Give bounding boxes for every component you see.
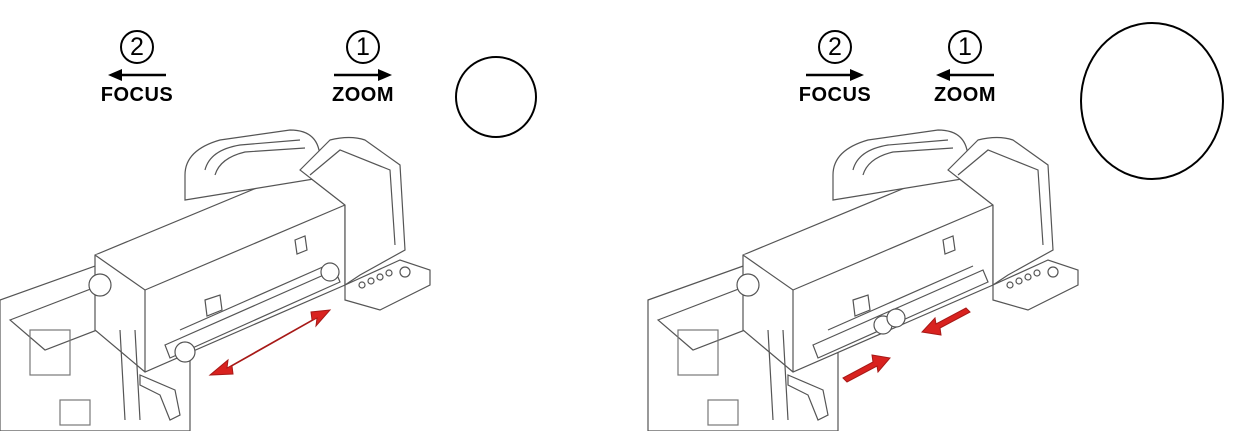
focus-step: 2 FOCUS	[92, 30, 182, 107]
focus-adjust-arrow	[842, 354, 891, 383]
arrow-right-icon	[334, 69, 392, 81]
spotlight-fixture-illustration	[0, 129, 431, 431]
focus-label: FOCUS	[798, 84, 872, 106]
spotlight-fixture-illustration	[647, 129, 1079, 431]
beam-size-large-circle	[1080, 22, 1224, 180]
step-number-badge: 2	[120, 30, 154, 64]
step-number-badge: 2	[818, 30, 852, 64]
focus-step: 2 FOCUS	[790, 30, 880, 107]
focus-label: FOCUS	[100, 84, 174, 106]
zoom-step: 1 ZOOM	[920, 30, 1010, 107]
zoom-adjust-arrow	[920, 307, 971, 336]
beam-size-small-circle	[455, 56, 537, 138]
step-number-badge: 1	[948, 30, 982, 64]
panel-zoom-out: 2 FOCUS 1 ZOOM	[0, 30, 537, 431]
arrow-left-icon	[936, 69, 994, 81]
arrow-left-icon	[108, 69, 166, 81]
zoom-label: ZOOM	[332, 84, 394, 106]
step-number-badge: 1	[346, 30, 380, 64]
panel-zoom-in: 2 FOCUS 1 ZOOM	[628, 0, 1256, 431]
zoom-label: ZOOM	[934, 84, 996, 106]
arrow-right-icon	[806, 69, 864, 81]
zoom-step: 1 ZOOM	[318, 30, 408, 107]
zoom-adjust-arrow	[208, 309, 332, 376]
